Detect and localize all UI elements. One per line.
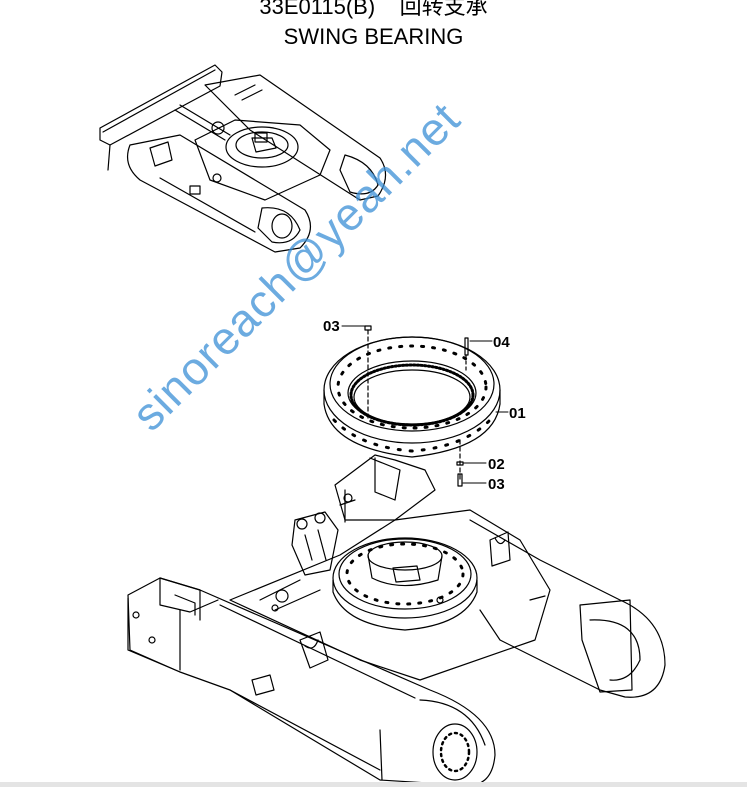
part-code: 33E0115(B)	[259, 0, 376, 19]
diagram-title: SWING BEARING	[283, 24, 464, 49]
callout-04: 04	[493, 334, 510, 351]
undercarriage-overview	[99, 64, 387, 253]
swing-bearing-ring	[323, 336, 501, 458]
part-chinese-name: 回转支承	[399, 0, 488, 19]
bottom-scroll-bar	[0, 782, 747, 787]
callout-03-top: 03	[323, 318, 340, 335]
bolt-03-top	[364, 325, 372, 421]
diagram-code-title: 33E0115(B) 回转支承	[0, 0, 747, 20]
callout-01: 01	[509, 405, 526, 422]
callout-leaders	[341, 325, 509, 484]
undercarriage-frame	[127, 454, 666, 787]
callout-03-bottom: 03	[488, 476, 505, 493]
grease-nipple-04	[464, 337, 469, 373]
callout-02: 02	[488, 456, 505, 473]
